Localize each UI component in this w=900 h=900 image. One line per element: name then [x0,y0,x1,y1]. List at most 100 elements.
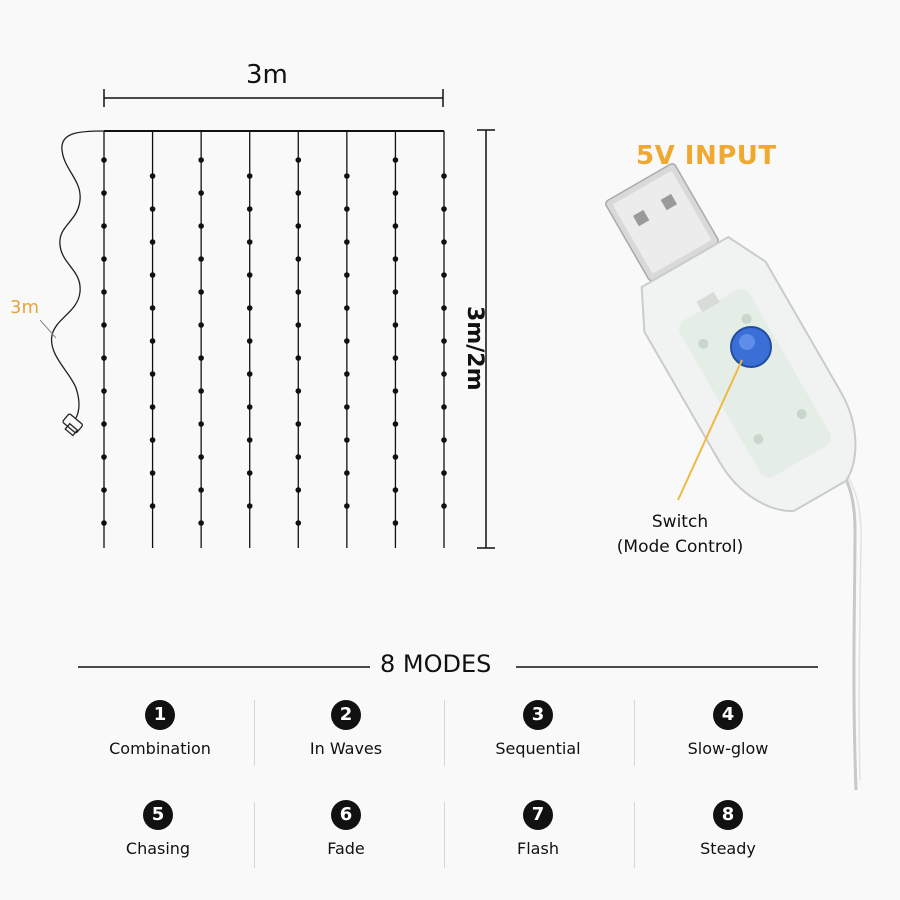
led-bulb-icon [149,371,156,377]
led-bulb-icon [149,503,156,509]
mode-divider [634,700,635,766]
input-voltage-title: 5V INPUT [636,141,777,171]
led-bulb-icon [441,206,447,212]
led-bulb-icon [198,322,204,328]
led-bulb-icon [295,355,302,361]
led-bulb-icon [441,272,447,278]
usb-plug-icon [62,413,83,437]
led-bulb-icon [344,437,350,443]
mode-item-3: 3 Sequential [443,700,633,758]
mode-label: Flash [517,839,559,858]
led-bulb-icon [295,223,302,229]
led-bulb-icon [149,470,156,476]
led-bulb-icon [441,503,447,509]
led-bulb-icon [101,190,107,196]
led-bulb-icon [392,520,399,526]
switch-label: Switch (Mode Control) [610,510,750,560]
led-bulb-icon [149,437,156,443]
led-bulb-icon [344,503,350,509]
led-bulb-icon [101,223,107,229]
mode-divider [254,700,255,766]
led-bulb-icon [198,520,204,526]
led-bulb-icon [344,470,350,476]
led-bulb-icon [149,338,156,344]
led-bulb-icon [295,487,302,493]
led-bulb-icon [101,520,107,526]
led-bulb-icon [149,239,156,245]
led-bulb-icon [246,305,253,311]
led-bulb-icon [392,487,399,493]
led-bulb-icon [149,272,156,278]
cable-label-leader [39,319,57,339]
led-bulb-icon [441,371,447,377]
led-bulb-icon [101,322,107,328]
led-bulb-icon [441,173,447,179]
mode-label: Steady [700,839,756,858]
switch-label-sub: (Mode Control) [616,537,744,557]
led-bulb-icon [441,437,447,443]
led-bulb-icon [149,305,156,311]
mode-number-badge: 6 [331,800,361,830]
mode-item-5: 5 Chasing [63,800,253,858]
led-bulb-icon [295,421,302,427]
led-bulb-icon [392,322,399,328]
led-bulb-icon [392,355,399,361]
curtain-width-label: 3m [246,60,288,90]
led-bulb-icon [198,421,204,427]
led-bulb-icon [344,272,350,278]
mode-number-badge: 5 [143,800,173,830]
led-bulb-icon [344,371,350,377]
width-dimension-line [103,89,444,107]
mode-label: Combination [109,739,211,758]
led-bulb-icon [392,421,399,427]
mode-item-8: 8 Steady [633,800,823,858]
led-bulb-icon [295,520,302,526]
led-bulb-icon [198,190,204,196]
mode-label: In Waves [309,739,383,758]
led-bulb-icon [392,454,399,460]
mode-number-badge: 8 [713,800,743,830]
led-bulb-icon [246,371,253,377]
led-bulb-icon [441,305,447,311]
led-bulb-icon [101,157,107,163]
power-cable [50,130,105,419]
led-bulb-icon [149,404,156,410]
led-bulb-icon [392,190,399,196]
mode-divider [634,802,635,868]
led-bulb-icon [295,256,302,262]
mode-divider [444,802,445,868]
led-bulb-icon [295,190,302,196]
led-bulb-icon [392,289,399,295]
mode-item-7: 7 Flash [443,800,633,858]
led-bulb-icon [101,421,107,427]
led-bulb-icon [441,338,447,344]
led-bulb-icon [198,388,204,394]
led-bulb-icon [295,322,302,328]
led-bulb-icon [295,454,302,460]
mode-number-badge: 2 [331,700,361,730]
mode-number-badge: 7 [523,800,553,830]
mode-number-badge: 3 [523,700,553,730]
led-bulb-icon [198,487,204,493]
led-bulb-icon [246,173,253,179]
light-curtain [101,130,447,548]
led-bulb-icon [392,256,399,262]
led-bulb-icon [441,404,447,410]
mode-item-6: 6 Fade [251,800,441,858]
switch-pointer-line [677,359,743,501]
led-bulb-icon [101,355,107,361]
usb-controller-icon [605,163,857,512]
led-bulb-icon [392,157,399,163]
led-bulb-icon [101,289,107,295]
led-bulb-icon [392,388,399,394]
led-bulb-icon [101,256,107,262]
led-bulb-icon [198,454,204,460]
mode-label: Chasing [125,839,191,858]
mode-number-badge: 1 [145,700,175,730]
led-bulb-icon [198,256,204,262]
led-bulb-icon [295,157,302,163]
mode-item-2: 2 In Waves [251,700,441,758]
mode-label: Fade [327,839,365,858]
curtain-height-label: 3m/2m [462,306,487,391]
